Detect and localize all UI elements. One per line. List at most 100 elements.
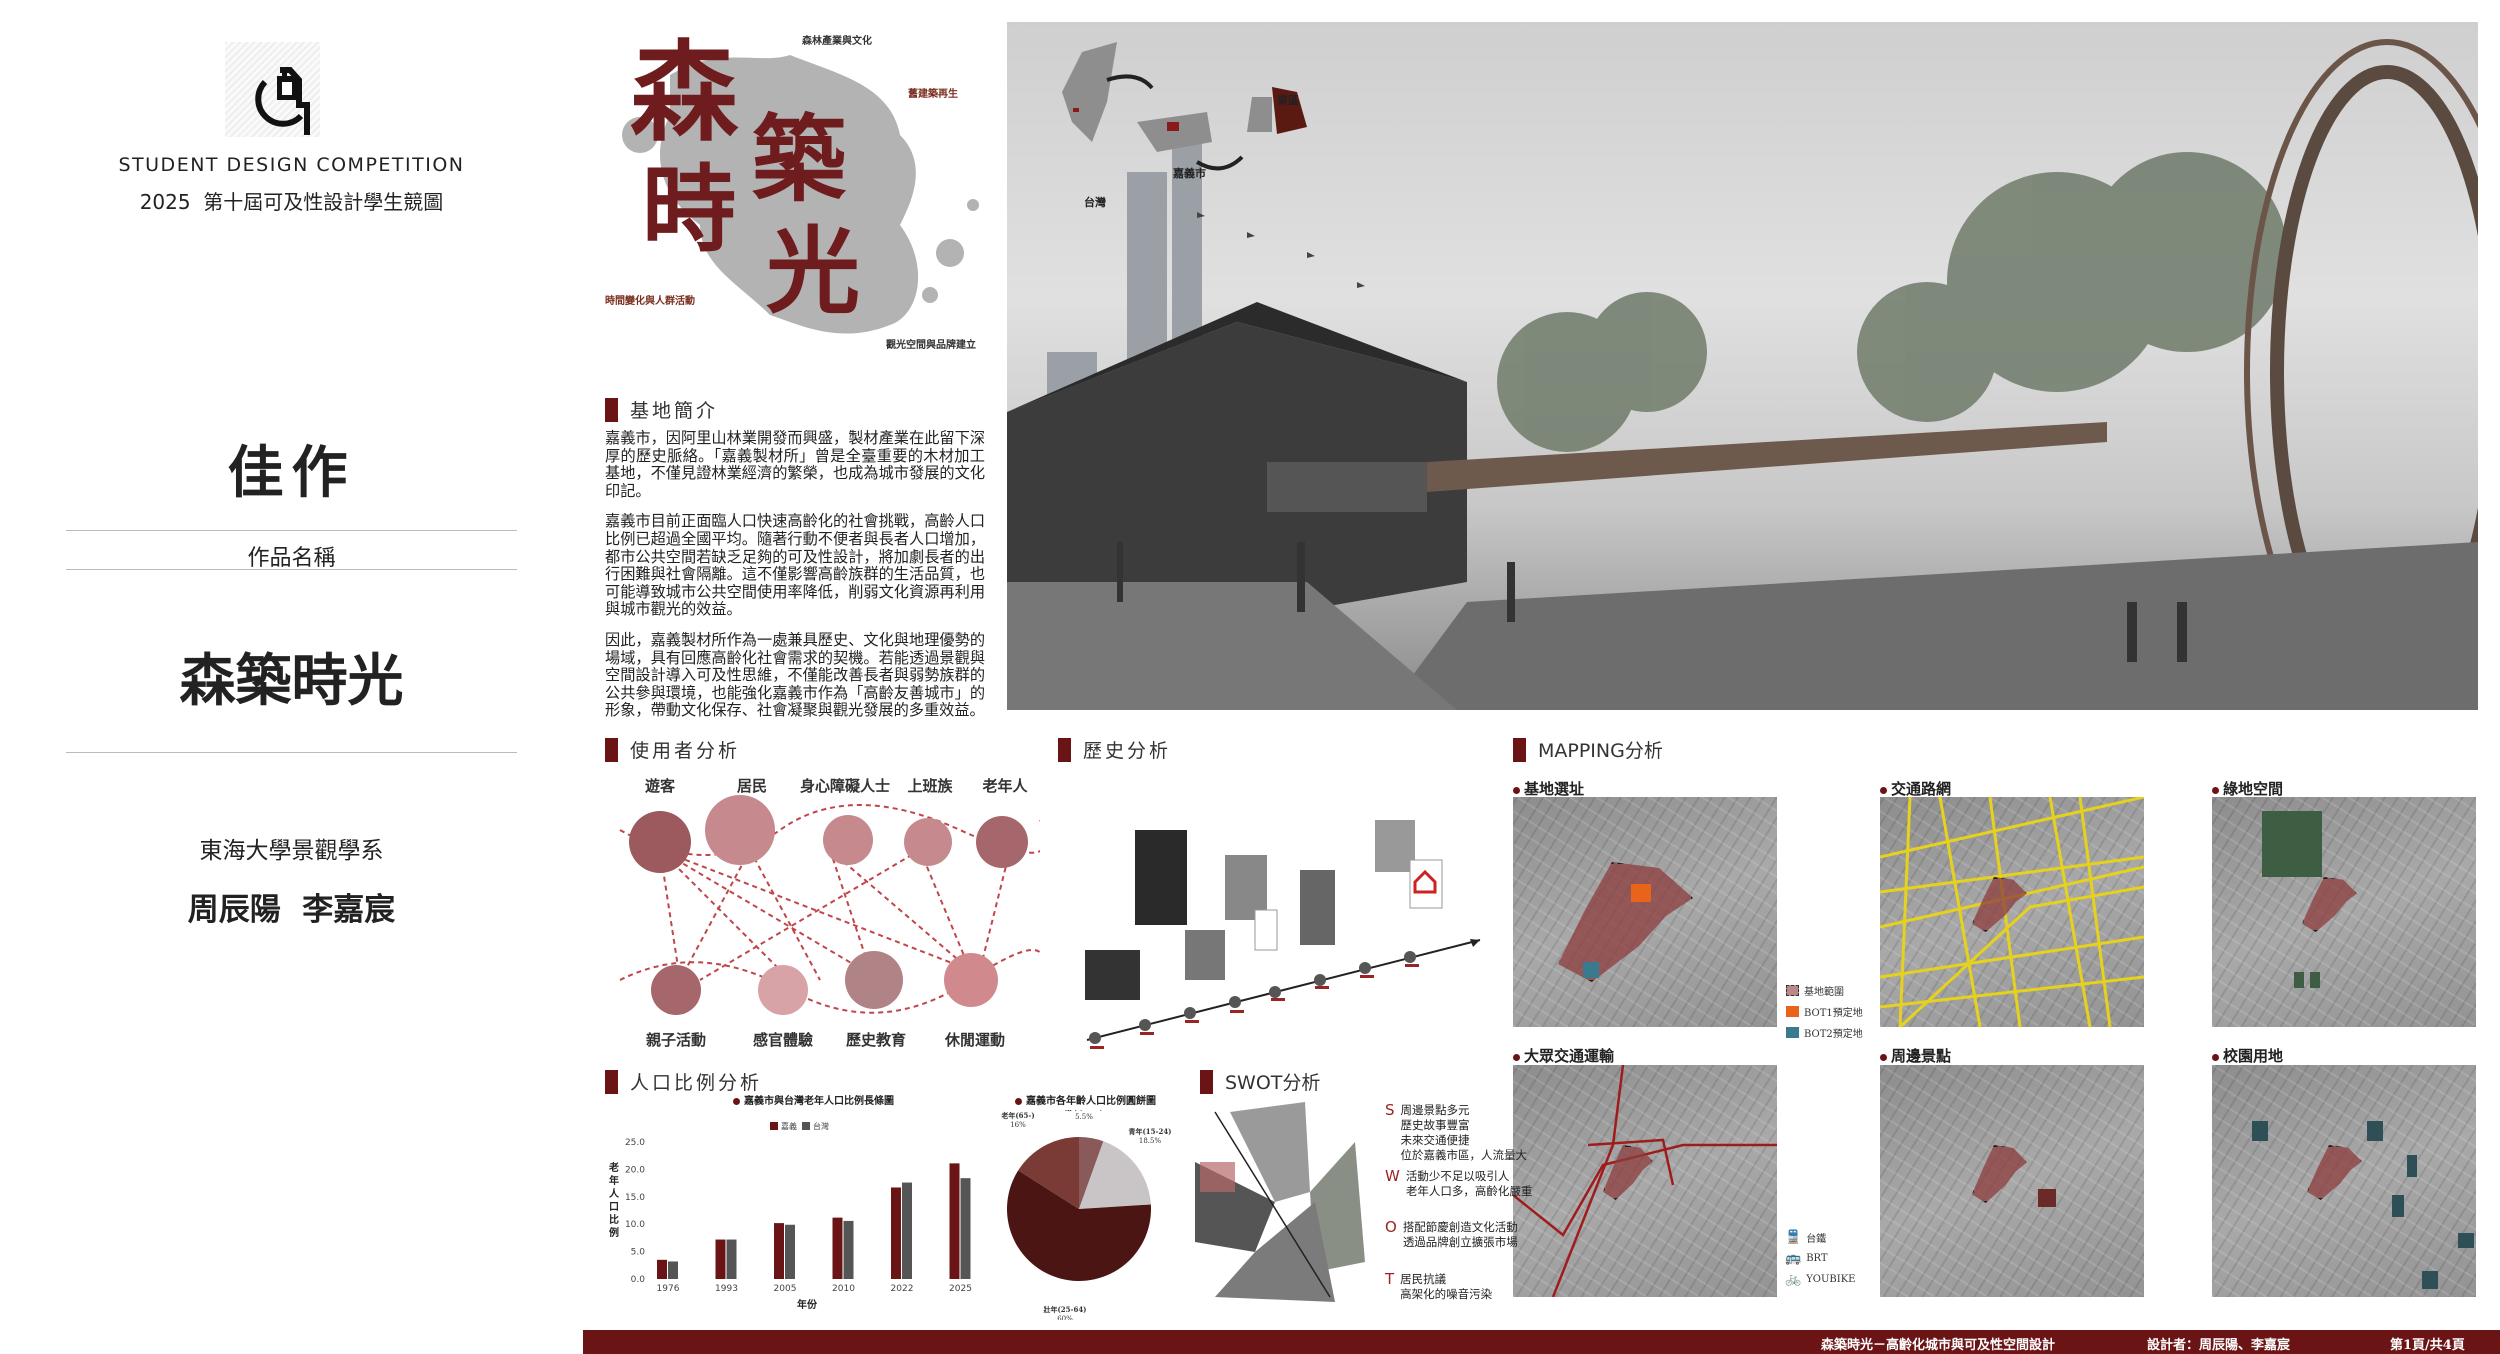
bicycle-icon: 🚲 bbox=[1785, 1272, 1802, 1287]
title-graphic: 森 築 時 光 bbox=[600, 25, 1000, 355]
map-green-space bbox=[2212, 797, 2476, 1027]
bar-嘉義 bbox=[715, 1239, 726, 1279]
section-header-user-analysis: 使用者分析 bbox=[605, 736, 740, 763]
pie-slice bbox=[1018, 1137, 1079, 1209]
work-name-label: 作品名稱 bbox=[247, 546, 336, 571]
user-network-lines bbox=[619, 804, 1040, 1014]
map-label: 東區 bbox=[1277, 94, 1299, 107]
y-axis-label: 老年人口比例 bbox=[609, 1163, 619, 1239]
map-label: 大眾交通運輸 bbox=[1513, 1045, 1614, 1066]
footer-bar: 森築時光－高齡化城市與可及性空間設計 設計者：周辰陽、李嘉宸 第1頁/共4頁 bbox=[583, 1330, 2500, 1354]
bus-icon: 🚌 bbox=[1785, 1251, 1802, 1266]
paragraph: 嘉義市目前正面臨人口快速高齡化的社會挑戰，高齡人口比例已超過全國平均。隨著行動不… bbox=[605, 512, 985, 619]
bar-台灣 bbox=[960, 1178, 971, 1279]
user-label: 老年人 bbox=[982, 777, 1028, 795]
bar-台灣 bbox=[902, 1182, 912, 1279]
legend-label: 嘉義 bbox=[781, 1121, 797, 1131]
header-bar bbox=[605, 1069, 618, 1094]
work-title: 森築時光 bbox=[179, 648, 404, 714]
y-tick-label: 10.0 bbox=[625, 1220, 645, 1230]
user-photo-elderly bbox=[976, 816, 1028, 868]
map-public-transit bbox=[1513, 1065, 1777, 1297]
section-header-history: 歷史分析 bbox=[1058, 736, 1171, 763]
section-title: SWOT分析 bbox=[1225, 1072, 1321, 1094]
ink-splash bbox=[622, 55, 979, 334]
map-label: 台灣 bbox=[1084, 196, 1106, 209]
map-label: 綠地空間 bbox=[2212, 778, 2283, 799]
pie-value-label: 16% bbox=[1010, 1121, 1026, 1129]
pie-chart: 幼年(0-14)5.5%青年(15-24)18.5%壯年(25-64)60%老年… bbox=[1000, 1110, 1171, 1320]
campus-area bbox=[2407, 1155, 2417, 1177]
x-tick-label: 1976 bbox=[657, 1284, 680, 1294]
activity-label: 親子活動 bbox=[645, 1031, 707, 1049]
map-label: 校園用地 bbox=[2212, 1045, 2283, 1066]
map-legend: 🚆台鐵 🚌BRT 🚲YOUBIKE bbox=[1785, 1230, 1855, 1293]
pie-slice bbox=[1007, 1170, 1151, 1281]
annotation: 森林產業與文化 bbox=[802, 36, 872, 47]
header-bar bbox=[605, 397, 618, 422]
attraction-area bbox=[2038, 1189, 2056, 1207]
footer-project: 森築時光－高齡化城市與可及性空間設計 bbox=[1821, 1338, 2056, 1353]
legend-label: 台鐵 bbox=[1806, 1234, 1827, 1245]
y-tick-label: 15.0 bbox=[625, 1193, 645, 1203]
legend-label: 基地範圍 bbox=[1804, 987, 1844, 998]
activity-label: 休閒運動 bbox=[944, 1031, 1006, 1049]
y-tick-label: 5.0 bbox=[631, 1248, 646, 1258]
bot1-area bbox=[1631, 884, 1651, 902]
header-bar bbox=[1200, 1069, 1213, 1094]
annotation: 觀光空間與品牌建立 bbox=[886, 340, 976, 351]
hero-rendering: 台灣 嘉義市 東區 bbox=[1007, 22, 2478, 710]
transit-lines bbox=[1513, 1065, 1777, 1297]
section-title: 歷史分析 bbox=[1083, 740, 1172, 762]
bar-chart-title: 嘉義市與台灣老年人口比例長條圖 bbox=[733, 1092, 894, 1107]
activity-photo-family bbox=[651, 965, 701, 1015]
campus-area bbox=[2392, 1195, 2404, 1217]
x-tick-label: 2005 bbox=[774, 1284, 797, 1294]
title-char: 光 bbox=[766, 217, 861, 327]
user-label: 上班族 bbox=[907, 777, 953, 795]
map-road-network bbox=[1880, 797, 2144, 1027]
bar-台灣 bbox=[668, 1261, 678, 1279]
activity-photo-history bbox=[845, 951, 903, 1009]
site-boundary bbox=[2307, 1145, 2362, 1200]
x-axis-label: 年份 bbox=[797, 1300, 817, 1311]
title-char: 時 bbox=[642, 155, 737, 265]
section-header-swot: SWOT分析 bbox=[1200, 1068, 1320, 1095]
bar-嘉義 bbox=[949, 1163, 960, 1279]
section-header-mapping: MAPPING分析 bbox=[1513, 736, 1663, 763]
footer-page: 第1頁/共4頁 bbox=[2390, 1338, 2465, 1353]
section-title: 人口比例分析 bbox=[630, 1072, 763, 1094]
scene-illustration bbox=[1007, 39, 2478, 710]
bar-台灣 bbox=[785, 1224, 795, 1279]
section-title: 使用者分析 bbox=[630, 740, 741, 762]
site-boundary bbox=[1972, 1145, 2027, 1203]
pie-value-label: 18.5% bbox=[1139, 1137, 1162, 1145]
legend-label: BOT1預定地 bbox=[1804, 1008, 1863, 1019]
y-tick-label: 25.0 bbox=[625, 1138, 645, 1148]
legend-swatch bbox=[802, 1122, 810, 1130]
map-site-location bbox=[1513, 797, 1777, 1027]
pie-value-label: 60% bbox=[1057, 1315, 1073, 1320]
pie-label: 青年(15-24) bbox=[1128, 1127, 1171, 1136]
legend-label: 台灣 bbox=[813, 1121, 829, 1131]
y-tick-label: 20.0 bbox=[625, 1165, 645, 1175]
map-legend: 基地範圍 BOT1預定地 BOT2預定地 bbox=[1786, 983, 1863, 1046]
user-label: 遊客 bbox=[644, 777, 676, 795]
swot-key: O bbox=[1385, 1218, 1397, 1236]
paragraph: 因此，嘉義製材所作為一處兼具歷史、文化與地理優勢的場域，具有回應高齡化社會需求的… bbox=[605, 630, 985, 720]
x-tick-label: 1993 bbox=[715, 1284, 738, 1294]
footer-designers: 設計者：周辰陽、李嘉宸 bbox=[2147, 1338, 2291, 1353]
title-char: 森 bbox=[630, 30, 739, 156]
swot-collage bbox=[1195, 1102, 1365, 1302]
x-tick-label: 2022 bbox=[891, 1284, 914, 1294]
legend-label: YOUBIKE bbox=[1806, 1274, 1856, 1285]
divider bbox=[66, 530, 517, 531]
swot-key: W bbox=[1385, 1167, 1400, 1185]
user-photo-resident bbox=[705, 795, 775, 865]
swot-line: 活動少不足以吸引人 bbox=[1405, 1169, 1510, 1183]
pie-slice bbox=[1079, 1137, 1104, 1209]
annotation: 時間變化與人群活動 bbox=[605, 296, 695, 307]
